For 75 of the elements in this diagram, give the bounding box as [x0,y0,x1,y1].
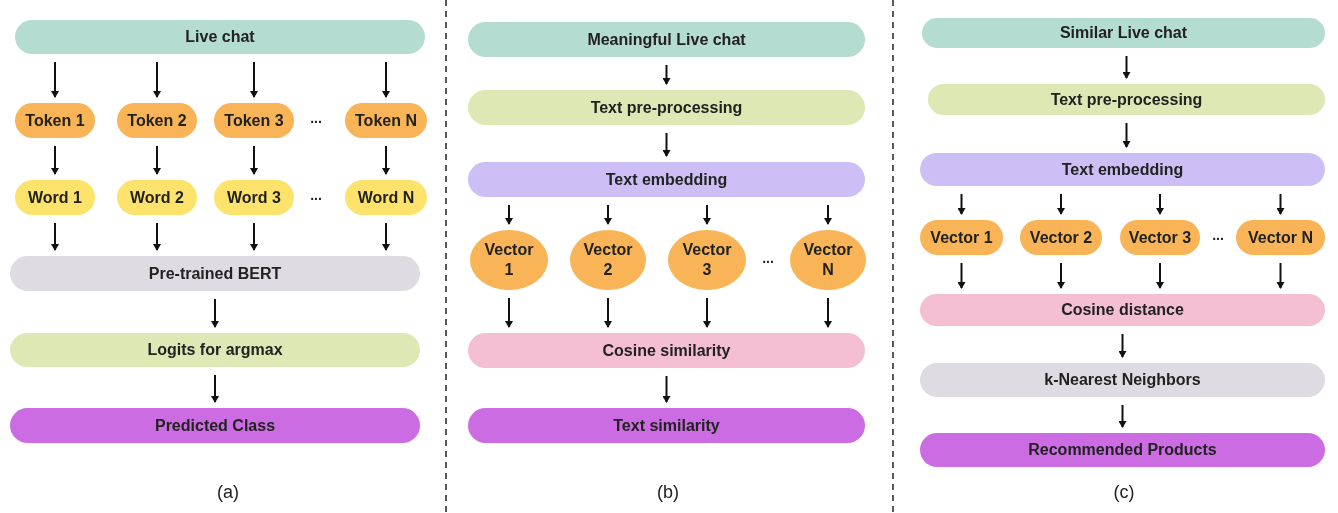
arrow [824,297,832,328]
arrow [1057,193,1065,215]
arrow [51,61,59,98]
process-box: Token N [345,103,427,138]
arrow [382,61,390,98]
arrow [250,145,258,175]
arrow [662,64,671,85]
panel-label: (a) [217,482,239,503]
arrow [703,204,711,225]
arrow [153,145,161,175]
arrow [211,374,219,403]
process-box: Logits for argmax [10,333,420,367]
arrow [382,145,390,175]
process-box: Similar Live chat [922,18,1325,48]
arrow [662,375,671,403]
arrow [1057,262,1065,289]
arrow [1156,193,1164,215]
arrow [1276,193,1285,215]
process-box: Text embedding [920,153,1325,186]
arrow [1156,262,1164,289]
arrow [604,204,612,225]
process-box: k-Nearest Neighbors [920,363,1325,397]
process-box: Text pre-processing [928,84,1325,115]
process-box: Text embedding [468,162,865,197]
process-box: Word N [345,180,427,215]
process-box: Vector 3 [1120,220,1200,255]
process-box: Live chat [15,20,425,54]
arrow [1122,122,1131,148]
arrow [250,61,258,98]
process-box: Vector N [1236,220,1325,255]
arrow [505,204,513,225]
vector-ellipse: Vector N [790,230,866,290]
ellipsis: ... [310,110,322,126]
arrow [1122,55,1131,79]
panel-label: (b) [657,482,679,503]
ellipsis: ... [310,187,322,203]
arrow [1118,404,1127,428]
process-box: Token 2 [117,103,197,138]
process-box: Word 3 [214,180,294,215]
process-box: Cosine similarity [468,333,865,368]
process-box: Predicted Class [10,408,420,443]
arrow [1276,262,1285,289]
panel-label: (c) [1113,482,1135,503]
vector-ellipse: Vector 3 [668,230,746,290]
arrow [250,222,258,251]
process-box: Text similarity [468,408,865,443]
ellipsis: ... [1212,227,1224,243]
arrow [662,132,671,157]
arrow [703,297,711,328]
arrow [382,222,390,251]
arrow [957,193,966,215]
arrow [957,262,966,289]
process-box: Pre-trained BERT [10,256,420,291]
vector-ellipse: Vector 2 [570,230,646,290]
ellipsis: ... [762,250,774,266]
process-box: Token 1 [15,103,95,138]
process-box: Token 3 [214,103,294,138]
arrow [153,222,161,251]
process-box: Vector 1 [920,220,1003,255]
arrow [153,61,161,98]
process-box: Text pre-processing [468,90,865,125]
arrow [51,145,59,175]
arrow [824,204,832,225]
process-box: Word 1 [15,180,95,215]
process-box: Word 2 [117,180,197,215]
process-box: Vector 2 [1020,220,1102,255]
arrow [211,298,219,328]
vector-ellipse: Vector 1 [470,230,548,290]
process-box: Cosine distance [920,294,1325,326]
arrow [51,222,59,251]
arrow [604,297,612,328]
process-box: Meaningful Live chat [468,22,865,57]
arrow [1118,333,1127,358]
arrow [505,297,513,328]
process-box: Recommended Products [920,433,1325,467]
